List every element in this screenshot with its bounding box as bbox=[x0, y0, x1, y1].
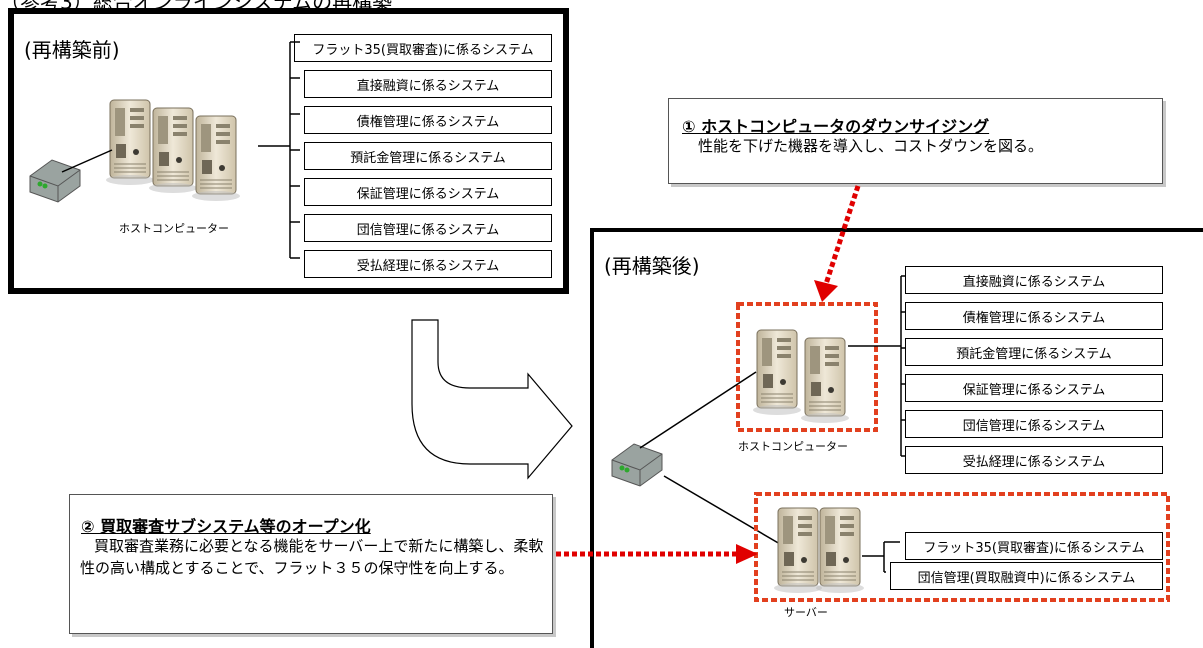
before-system-3: 債権管理に係るシステム bbox=[304, 106, 552, 134]
after-panel: (再構築後) 直接融資に係るシステム 債権管理に係るシステム 預託金管理に係るシ… bbox=[590, 228, 1203, 648]
after-router-host-link bbox=[639, 371, 757, 449]
red-arrow-open-system bbox=[556, 544, 758, 564]
callout-downsizing-body: 性能を下げた機器を導入し、コストダウンを図る。 bbox=[698, 137, 1044, 155]
after-host-system-4: 保証管理に係るシステム bbox=[905, 374, 1163, 402]
after-server-system-2: 団信管理(買取融資中)に係るシステム bbox=[890, 562, 1163, 590]
before-host-caption: ホストコンピューター bbox=[119, 222, 229, 235]
after-sub-server-2 bbox=[815, 507, 865, 594]
after-host-caption: ホストコンピューター bbox=[738, 440, 848, 453]
after-host-system-6: 受払経理に係るシステム bbox=[905, 446, 1163, 474]
before-host-server-3 bbox=[191, 115, 241, 202]
before-system-7: 受払経理に係るシステム bbox=[304, 250, 552, 278]
after-host-server-2 bbox=[800, 337, 850, 424]
after-host-connectors bbox=[848, 275, 905, 457]
after-host-server-1 bbox=[752, 329, 802, 416]
after-host-system-3: 預託金管理に係るシステム bbox=[905, 338, 1163, 366]
after-server-connectors bbox=[862, 541, 900, 573]
server-highlight bbox=[754, 492, 1170, 602]
callout-downsizing: ① ホストコンピュータのダウンサイジング 性能を下げた機器を導入し、コストダウン… bbox=[668, 98, 1163, 184]
after-label: (再構築後) bbox=[604, 254, 700, 278]
before-router bbox=[29, 159, 81, 203]
before-system-2: 直接融資に係るシステム bbox=[304, 70, 552, 98]
after-host-system-1: 直接融資に係るシステム bbox=[905, 266, 1163, 294]
red-arrow-downsizing bbox=[814, 185, 861, 302]
callout-open-system-body: 買取審査業務に必要となる機能をサーバー上で新たに構築し、柔軟性の高い構成とするこ… bbox=[80, 537, 544, 577]
after-host-system-5: 団信管理に係るシステム bbox=[905, 410, 1163, 438]
after-server-system-1: フラット35(買取審査)に係るシステム bbox=[905, 532, 1163, 560]
before-system-4: 預託金管理に係るシステム bbox=[304, 142, 552, 170]
after-host-system-2: 債権管理に係るシステム bbox=[905, 302, 1163, 330]
before-panel: (再構築前) フラット35(買取審査)に係るシステム 直接融資に係るシステム 債… bbox=[8, 8, 569, 294]
callout-open-system: ② 買取審査サブシステム等のオープン化 買取審査業務に必要となる機能をサーバー上… bbox=[69, 494, 553, 634]
before-system-1: フラット35(買取審査)に係るシステム bbox=[294, 34, 552, 62]
before-system-5: 保証管理に係るシステム bbox=[304, 178, 552, 206]
after-sub-server-1 bbox=[773, 507, 823, 594]
callout-open-system-title: ② 買取審査サブシステム等のオープン化 bbox=[81, 517, 371, 536]
before-host-server-2 bbox=[148, 107, 198, 194]
before-system-6: 団信管理に係るシステム bbox=[304, 214, 552, 242]
diagram-graphics bbox=[29, 41, 1170, 602]
before-connectors bbox=[258, 41, 300, 259]
after-router-server-link bbox=[663, 475, 781, 545]
before-host-server-1 bbox=[105, 99, 155, 186]
transition-arrow bbox=[411, 319, 573, 480]
host-highlight bbox=[736, 302, 878, 432]
after-router bbox=[611, 443, 663, 487]
before-label: (再構築前) bbox=[24, 38, 120, 62]
callout-downsizing-title: ① ホストコンピュータのダウンサイジング bbox=[682, 117, 990, 136]
after-server-caption: サーバー bbox=[784, 606, 828, 619]
before-router-link bbox=[61, 149, 113, 173]
